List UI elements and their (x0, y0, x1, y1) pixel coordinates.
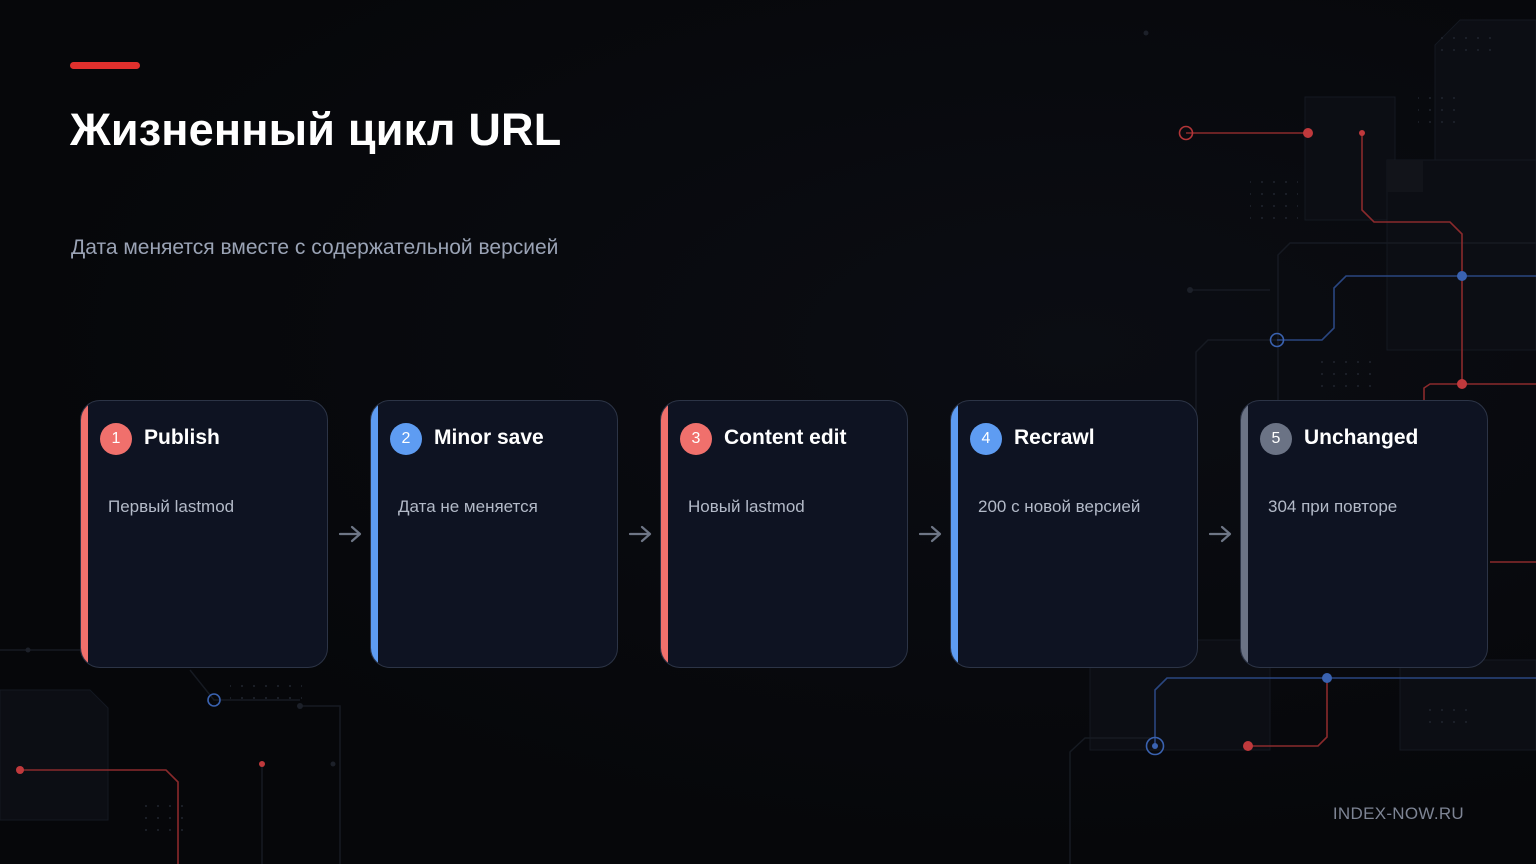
step-description: 200 с новой версией (978, 497, 1141, 516)
footer-brand: INDEX-NOW.RU (1332, 804, 1464, 823)
step-accent-stripe (81, 401, 88, 667)
slide-subtitle: Дата меняется вместе с содержательной ве… (71, 236, 559, 259)
step-title: Minor save (434, 426, 544, 449)
step-card-recrawl: 4 Recrawl 200 с новой версией (950, 400, 1198, 668)
step-accent-stripe (951, 401, 958, 667)
step-accent-stripe (661, 401, 668, 667)
step-card-unchanged: 5 Unchanged 304 при повторе (1240, 400, 1488, 668)
arrow-right-icon (338, 525, 362, 543)
step-description: Дата не меняется (398, 497, 538, 516)
step-accent-stripe (1241, 401, 1248, 667)
step-number-badge: 3 (680, 423, 712, 455)
step-card-publish: 1 Publish Первый lastmod (80, 400, 328, 668)
step-number-badge: 2 (390, 423, 422, 455)
step-number-badge: 4 (970, 423, 1002, 455)
step-title: Content edit (724, 426, 847, 449)
step-card-content-edit: 3 Content edit Новый lastmod (660, 400, 908, 668)
title-accent-bar (70, 62, 140, 69)
step-card-minor-save: 2 Minor save Дата не меняется (370, 400, 618, 668)
step-description: Новый lastmod (688, 497, 805, 516)
step-number-badge: 5 (1260, 423, 1292, 455)
step-title: Publish (144, 426, 220, 449)
step-accent-stripe (371, 401, 378, 667)
arrow-right-icon (918, 525, 942, 543)
step-description: Первый lastmod (108, 497, 235, 516)
arrow-right-icon (1208, 525, 1232, 543)
arrow-right-icon (628, 525, 652, 543)
step-description: 304 при повторе (1268, 497, 1398, 516)
step-title: Recrawl (1014, 426, 1095, 449)
step-number-badge: 1 (100, 423, 132, 455)
slide-title: Жизненный цикл URL (70, 104, 562, 155)
step-title: Unchanged (1304, 426, 1419, 449)
